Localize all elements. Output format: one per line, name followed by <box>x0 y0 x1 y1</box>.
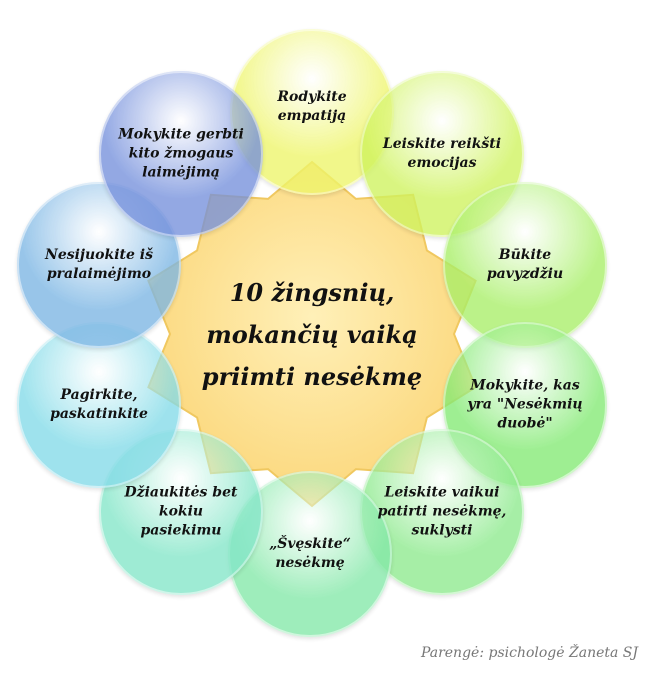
step-label: Pagirkite, paskatinkite <box>50 387 148 422</box>
diagram-title: 10 žingsnių, mokančių vaiką priimti nesė… <box>201 278 423 391</box>
step-label: Leiskite vaikui patirti nesėkmę, suklyst… <box>377 484 507 539</box>
step-label: Džiaukitės bet kokiu pasiekimu <box>124 484 238 539</box>
step-bubble <box>443 182 607 348</box>
step-label: Mokykite, kas yra "Nesėkmių duobė" <box>467 377 583 432</box>
step-label: Būkite pavyzdžiu <box>486 247 564 282</box>
step-label: Nesijuokite iš pralaimėjimo <box>45 247 153 282</box>
step-label: Leiskite reikšti emocijas <box>382 136 502 171</box>
step-bubble <box>99 71 263 237</box>
step-bubble <box>17 322 181 488</box>
step-label: Mokykite gerbti kito žmogaus laimėjimą <box>118 126 244 181</box>
step-label: „Švęskite“ nesėkmę <box>269 536 351 571</box>
author-credit: Parengė: psichologė Žaneta SJ <box>420 645 638 661</box>
step-label: Rodykite empatiją <box>277 89 347 124</box>
